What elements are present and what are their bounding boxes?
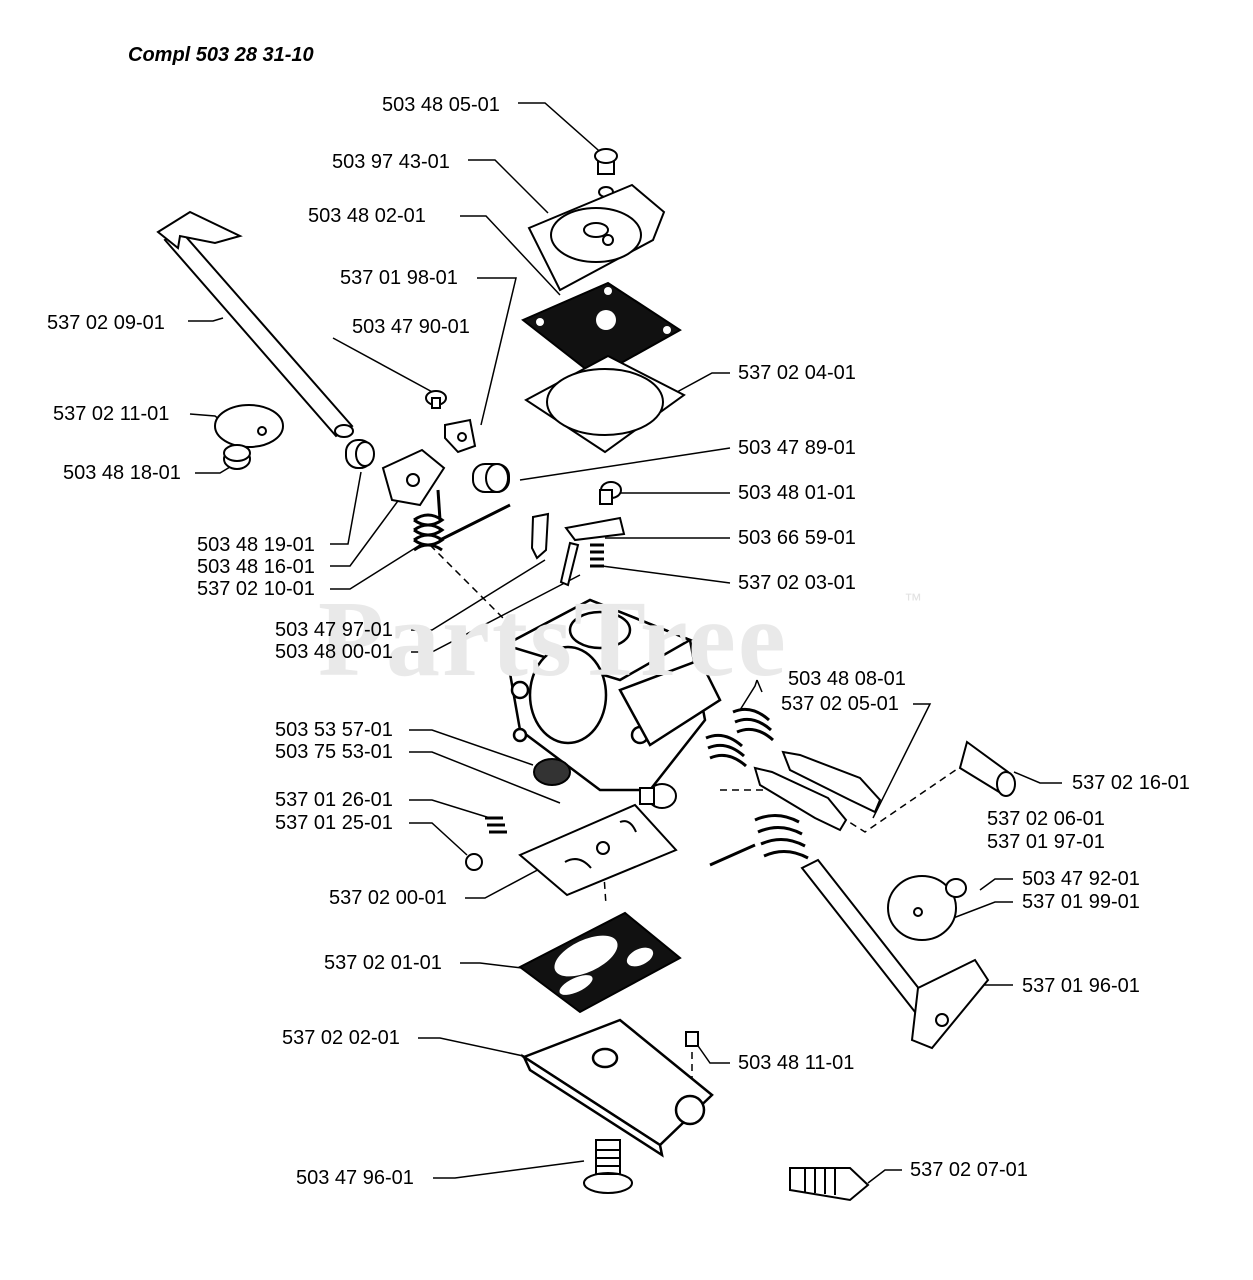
leader-lines [188,102,1062,1184]
part-label: 537 01 98-01 [340,267,458,289]
cover-plate [527,183,666,292]
part-label: 503 48 11-01 [738,1052,855,1074]
screw-tiny [685,1031,699,1047]
watermark: PartsTree [318,580,788,699]
part-label: 537 01 26-01 [275,789,393,811]
part-label: 537 02 10-01 [197,578,315,600]
part-label: 503 66 59-01 [738,527,856,549]
ball [465,853,483,871]
screw-lever [599,481,622,505]
part-label: 537 02 07-01 [910,1159,1028,1181]
screw-bottom [583,1139,633,1194]
filter-screen [533,758,571,786]
part-label: 503 48 16-01 [197,556,315,578]
part-label: 503 48 01-01 [738,482,856,504]
part-label: 503 48 08-01 [788,668,906,690]
part-label: 503 47 97-01 [275,619,393,641]
spring-lever [590,543,604,568]
bushing-right [472,463,510,493]
part-label: 537 02 16-01 [1072,772,1190,794]
spring-throttle [413,489,511,552]
throttle-shaft [156,210,354,438]
screw-body [639,783,677,809]
bushing-left [345,439,375,469]
plug [958,740,1016,797]
throttle-disc [214,404,284,448]
clip [444,418,477,454]
part-label: 503 48 18-01 [63,462,181,484]
screw-small [425,390,447,409]
part-label: 503 53 57-01 [275,719,393,741]
part-label: 503 48 19-01 [197,534,315,556]
pump-cover [521,1018,714,1158]
part-label: 537 02 01-01 [324,952,442,974]
pump-gasket [518,911,682,1014]
needle-screws [753,750,882,832]
part-label: 503 47 96-01 [296,1167,414,1189]
part-label: 537 02 02-01 [282,1027,400,1049]
part-label: 503 48 02-01 [308,205,426,227]
part-label: 537 01 97-01 [987,831,1105,853]
pin [559,541,580,587]
needle [530,512,550,560]
part-label: 537 02 05-01 [781,693,899,715]
idle-screw [789,1167,870,1202]
carburetor-body [501,598,722,792]
watermark-trademark: ™ [904,590,922,610]
gasket [524,354,686,454]
part-label: 537 02 11-01 [53,403,170,425]
part-label: 503 48 05-01 [382,94,500,116]
part-label: 503 97 43-01 [332,151,450,173]
choke-disc [887,875,957,941]
screw-top [594,148,618,198]
part-label: 537 02 00-01 [329,887,447,909]
lever [381,448,446,507]
diaphragm [521,281,682,379]
small-spring [485,816,507,834]
disc-screw [223,444,251,470]
part-label: 537 01 99-01 [1022,891,1140,913]
part-label: 537 02 06-01 [987,808,1105,830]
page-title: Compl 503 28 31-10 [128,44,314,66]
part-label: 503 47 89-01 [738,437,856,459]
springs-needle [705,707,774,768]
choke-shaft [800,858,990,1050]
part-label: 503 47 90-01 [352,316,470,338]
part-label: 537 02 09-01 [47,312,165,334]
inlet-lever [564,516,626,542]
part-label: 503 47 92-01 [1022,868,1140,890]
choke-spring [709,814,809,867]
choke-screw [945,878,967,898]
part-label: 537 02 03-01 [738,572,856,594]
part-label: 537 02 04-01 [738,362,856,384]
part-label: 503 48 00-01 [275,641,393,663]
part-label: 503 75 53-01 [275,741,393,763]
part-label: 537 01 25-01 [275,812,393,834]
pump-diaphragm [518,803,678,897]
part-label: 537 01 96-01 [1022,975,1140,997]
